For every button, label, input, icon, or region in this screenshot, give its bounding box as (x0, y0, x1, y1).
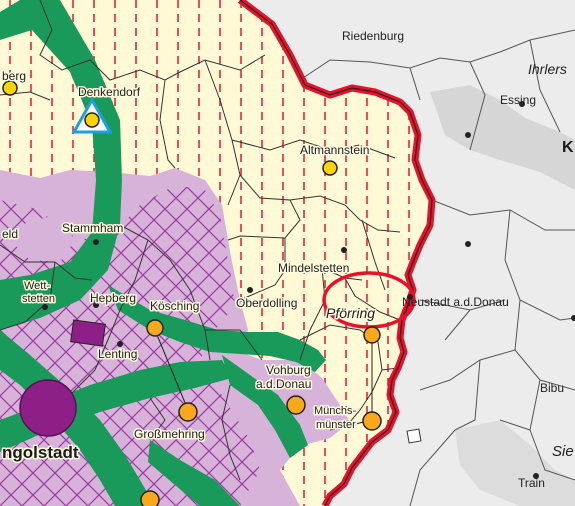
label-altmannstein: Altmannstein (300, 143, 369, 157)
label-oberdolling: Oberdolling (236, 296, 297, 310)
outside-dot-2[interactable] (465, 241, 471, 247)
outside-dark-lowland (430, 85, 575, 190)
label-denkendorf: Denkendorf (78, 85, 141, 99)
kosching-dot[interactable] (146, 319, 164, 337)
label-berg-partial: berg (2, 69, 26, 83)
label-ingolstadt: ngolstadt (2, 443, 79, 462)
label-bibu-partial: Bibu (540, 381, 564, 395)
outside-dot-1[interactable] (465, 132, 471, 138)
label-wettstetten-1: Wett- (24, 280, 50, 292)
label-wettstetten-2: stetten (22, 293, 55, 305)
label-grossmehring: Großmehring (134, 427, 205, 441)
outside-dark-lowland-2 (455, 420, 575, 506)
municipal-boundaries (0, 0, 401, 481)
label-k-partial: K (562, 139, 574, 156)
urban-pocket (15, 215, 75, 262)
ingolstadt-city-circle[interactable] (19, 379, 77, 437)
label-lenting: Lenting (98, 347, 137, 361)
label-vohburg-2: a.d.Donau (256, 377, 311, 391)
grossmehring-dot[interactable] (178, 402, 198, 422)
munchsmunster-dot[interactable] (362, 411, 382, 431)
label-ihrlers: Ihrlers (528, 61, 567, 77)
outside-dot-3[interactable] (533, 473, 539, 479)
essing-dot[interactable] (519, 101, 525, 107)
neustadt-dot[interactable] (407, 294, 413, 300)
label-neustadt: Neustadt a.d.Donau (402, 295, 509, 309)
denkendorf-dot[interactable] (84, 112, 100, 128)
mindelstetten-dot[interactable] (341, 247, 347, 253)
outside-small-square (406, 428, 422, 444)
green-corridors (0, 0, 326, 506)
label-pforring: Pförring (326, 305, 375, 321)
label-essing: Essing (500, 93, 536, 107)
wettstetten-dot[interactable] (42, 304, 48, 310)
place-labels: Riedenburg Ihrlers Essing K berg Denkend… (1, 29, 575, 490)
pforring-dot[interactable] (363, 326, 381, 344)
label-mindelstetten: Mindelstetten (278, 261, 349, 275)
label-sie-partial: Sie (552, 443, 574, 460)
outside-municipal-boundaries (299, 29, 575, 506)
label-hepberg: Hepberg (90, 291, 136, 305)
label-munchsmunster-2: münster (316, 419, 356, 431)
oberdolling-dot[interactable] (247, 287, 253, 293)
lenting-rect-symbol[interactable] (70, 319, 106, 347)
east-partial-dot[interactable] (571, 315, 575, 321)
lenting-dot[interactable] (117, 341, 123, 347)
regional-border-inner (239, 0, 433, 506)
label-munchsmunster-1: Münchs- (314, 405, 357, 417)
altmannstein-dot[interactable] (322, 160, 338, 176)
place-symbols (2, 80, 575, 506)
vohburg-dot[interactable] (286, 395, 306, 415)
dot-partial-west[interactable] (2, 80, 18, 96)
label-riedenburg: Riedenburg (342, 29, 404, 43)
label-kosching: Kösching (150, 299, 199, 313)
bottom-partial-dot[interactable] (140, 490, 160, 506)
label-eld-partial: eld (2, 227, 18, 241)
label-vohburg-1: Vohburg (266, 363, 311, 377)
hepberg-dot[interactable] (93, 302, 99, 308)
label-stammham: Stammham (62, 221, 123, 235)
label-train: Train (518, 476, 545, 490)
stammham-dot[interactable] (93, 239, 99, 245)
